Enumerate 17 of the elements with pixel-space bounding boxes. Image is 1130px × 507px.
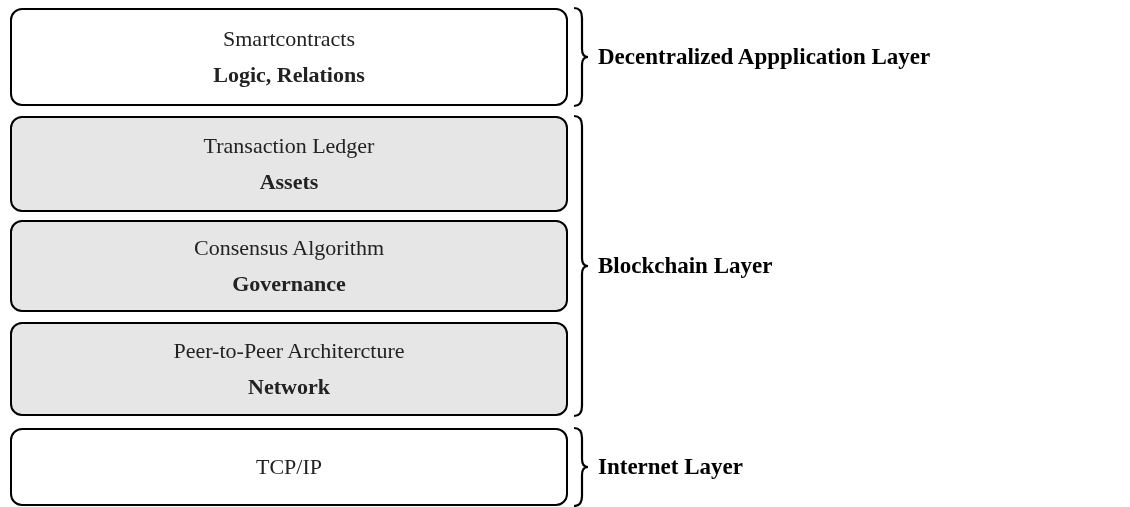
layer-title: Smartcontracts — [223, 26, 355, 52]
layer-box — [10, 8, 568, 106]
layer-label: Decentralized Appplication Layer — [598, 44, 931, 70]
layer-function: Network — [248, 374, 330, 400]
layer-box — [10, 428, 568, 506]
layer-title: TCP/IP — [256, 454, 322, 480]
layer-function: Governance — [232, 271, 346, 297]
layer-box — [10, 116, 568, 212]
layer-box — [10, 220, 568, 312]
layer-title: Peer-to-Peer Architercture — [173, 338, 405, 364]
layer-box — [10, 322, 568, 416]
layer-function: Logic, Relations — [213, 62, 365, 88]
layer-title: Transaction Ledger — [203, 133, 375, 159]
layer-label: Blockchain Layer — [598, 253, 773, 279]
layer-function: Assets — [259, 169, 319, 195]
layer-title: Consensus Algorithm — [193, 235, 385, 261]
layer-label: Internet Layer — [598, 454, 743, 480]
